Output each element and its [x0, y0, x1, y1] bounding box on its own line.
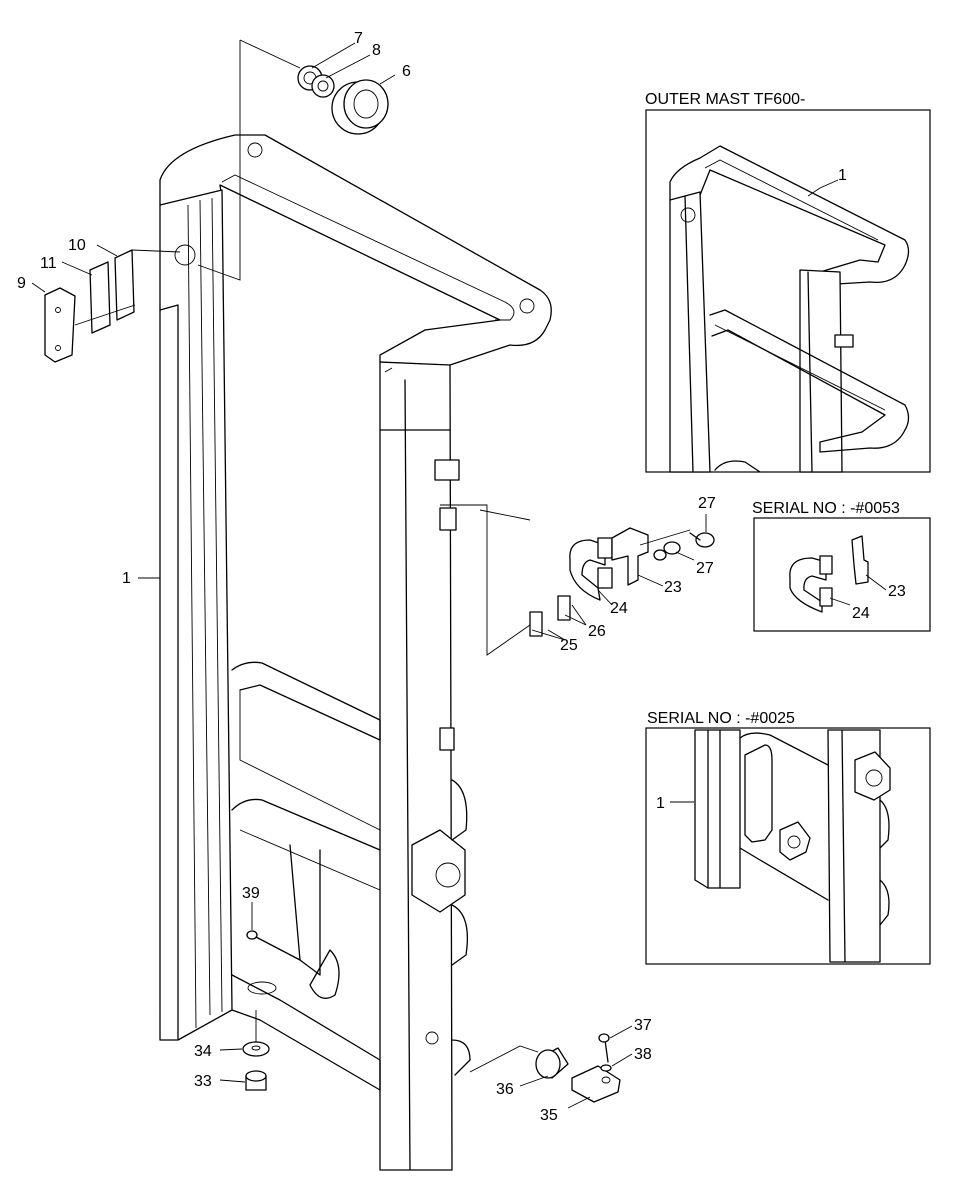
- callout-6: 6: [402, 63, 411, 80]
- part-bracket-9: [44, 287, 76, 363]
- part-bushing-36: [535, 1047, 569, 1079]
- callout-27-lower: 27: [696, 560, 714, 577]
- part-shim-10: [114, 249, 135, 321]
- part-washers-7-8: [297, 65, 335, 98]
- callout-34: 34: [194, 1043, 212, 1060]
- inset-serial-0053-callout-24: 24: [852, 605, 870, 622]
- leader-lines: [31, 39, 707, 1109]
- callout-23: 23: [664, 579, 682, 596]
- callout-9: 9: [17, 275, 26, 292]
- inset-serial-0025-title: SERIAL NO : -#0025: [647, 710, 795, 727]
- callout-labels: 1 6 7 8 9 10 11 23 24 25 26 27 27 33 34 …: [17, 30, 716, 1124]
- inset-outer-mast-title: OUTER MAST TF600-: [645, 91, 805, 108]
- outer-mast: [159, 134, 552, 1171]
- part-bolt-37: [598, 1033, 610, 1063]
- inset-serial-0053-callout-23: 23: [888, 583, 906, 600]
- callout-26: 26: [588, 623, 606, 640]
- part-washer-38: [600, 1064, 612, 1072]
- callout-33: 33: [194, 1073, 212, 1090]
- part-bolts-27: [653, 532, 715, 561]
- part-plate-23: [611, 527, 649, 586]
- part-clamp-24: [569, 537, 613, 601]
- callout-35: 35: [540, 1107, 558, 1124]
- part-pin-35: [571, 1065, 621, 1103]
- inset-serial-0025: SERIAL NO : -#0025 1: [645, 710, 931, 965]
- callout-10: 10: [68, 237, 86, 254]
- callout-36: 36: [496, 1081, 514, 1098]
- inset-serial-0025-callout-1: 1: [656, 795, 665, 812]
- part-washer-34: [242, 1041, 270, 1057]
- callout-38: 38: [634, 1046, 652, 1063]
- callout-25: 25: [560, 637, 578, 654]
- callout-39: 39: [242, 885, 260, 902]
- callout-7: 7: [354, 30, 363, 47]
- part-screw-39: [246, 930, 301, 961]
- inset-serial-0053-title: SERIAL NO : -#0053: [752, 500, 900, 517]
- callout-37: 37: [634, 1017, 652, 1034]
- callout-11: 11: [40, 255, 57, 272]
- inset-outer-mast: OUTER MAST TF600- 1: [645, 91, 931, 473]
- inset-serial-0053: SERIAL NO : -#0053 23 24: [752, 500, 931, 632]
- callout-1: 1: [122, 570, 131, 587]
- part-shim-11: [89, 261, 111, 334]
- part-clips-25-26: [529, 595, 571, 637]
- part-bearing-6: [331, 79, 389, 135]
- part-nut-33: [245, 1070, 267, 1091]
- callout-27-top: 27: [698, 495, 716, 512]
- inset-outer-mast-callout-1: 1: [838, 167, 847, 184]
- callout-8: 8: [372, 42, 381, 59]
- callout-24: 24: [610, 600, 628, 617]
